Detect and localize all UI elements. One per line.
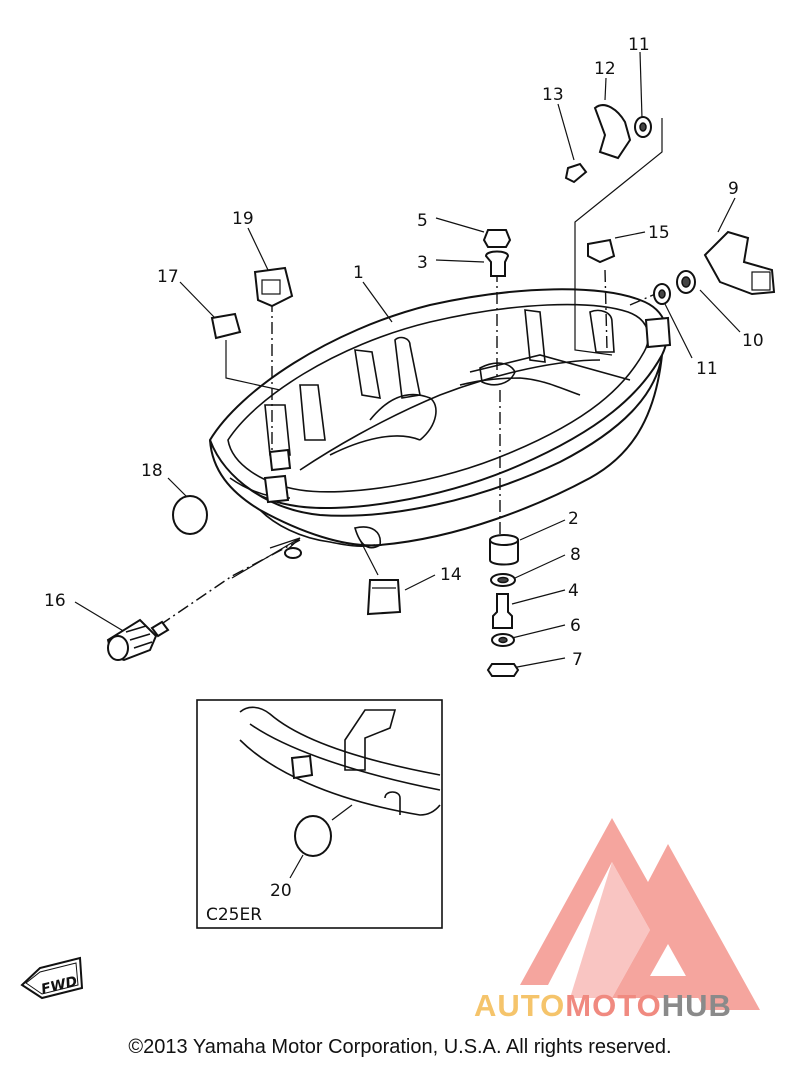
part-18-plug [172, 495, 208, 535]
fwd-arrow: FWD [20, 956, 84, 1000]
label-9: 9 [728, 179, 739, 199]
small-parts [106, 104, 776, 677]
part-14-cap [366, 579, 402, 616]
part-7-nut [486, 663, 520, 677]
label-12: 12 [594, 59, 616, 79]
label-16: 16 [44, 591, 66, 611]
label-7: 7 [572, 650, 583, 670]
label-2: 2 [568, 509, 579, 529]
label-15: 15 [648, 223, 670, 243]
part-20-plug [294, 815, 332, 857]
label-13: 13 [542, 85, 564, 105]
label-6: 6 [570, 616, 581, 636]
part-9-lever [703, 230, 776, 296]
part-13-screw [564, 162, 588, 184]
part-labels: 1 2 3 4 5 6 7 8 9 10 11 11 12 13 14 15 1… [44, 35, 764, 925]
watermark-moto: MOTO [565, 988, 661, 1023]
watermark-logo [520, 818, 760, 1010]
label-8: 8 [570, 545, 581, 565]
part-3-grommet [484, 250, 510, 277]
watermark-hub: HUB [662, 988, 732, 1023]
label-18: 18 [141, 461, 163, 481]
watermark-text: AUTOMOTOHUB [474, 988, 732, 1023]
inset-c25er [196, 699, 443, 929]
label-11-right: 11 [696, 359, 718, 379]
part-17-clip [210, 312, 242, 340]
label-11-top: 11 [628, 35, 650, 55]
part-4-bolt [492, 593, 513, 629]
label-17: 17 [157, 267, 179, 287]
leader-lines [74, 51, 741, 669]
part-12-hook [593, 104, 632, 160]
label-20: 20 [270, 881, 292, 901]
part-19-bracket [253, 266, 294, 308]
lower-cowling [208, 288, 672, 549]
label-14: 14 [440, 565, 462, 585]
svg-text:AUTOMOTOHUB: AUTOMOTOHUB [474, 988, 732, 1023]
label-5: 5 [417, 211, 428, 231]
label-19: 19 [232, 209, 254, 229]
part-15-clip [587, 238, 616, 264]
inset-label: C25ER [206, 905, 262, 925]
label-1: 1 [353, 263, 364, 283]
label-10: 10 [742, 331, 764, 351]
label-4: 4 [568, 581, 579, 601]
watermark-auto: AUTO [474, 988, 565, 1023]
label-3: 3 [417, 253, 428, 273]
copyright-notice: ©2013 Yamaha Motor Corporation, U.S.A. A… [128, 1036, 672, 1058]
part-5-nut [482, 229, 512, 248]
